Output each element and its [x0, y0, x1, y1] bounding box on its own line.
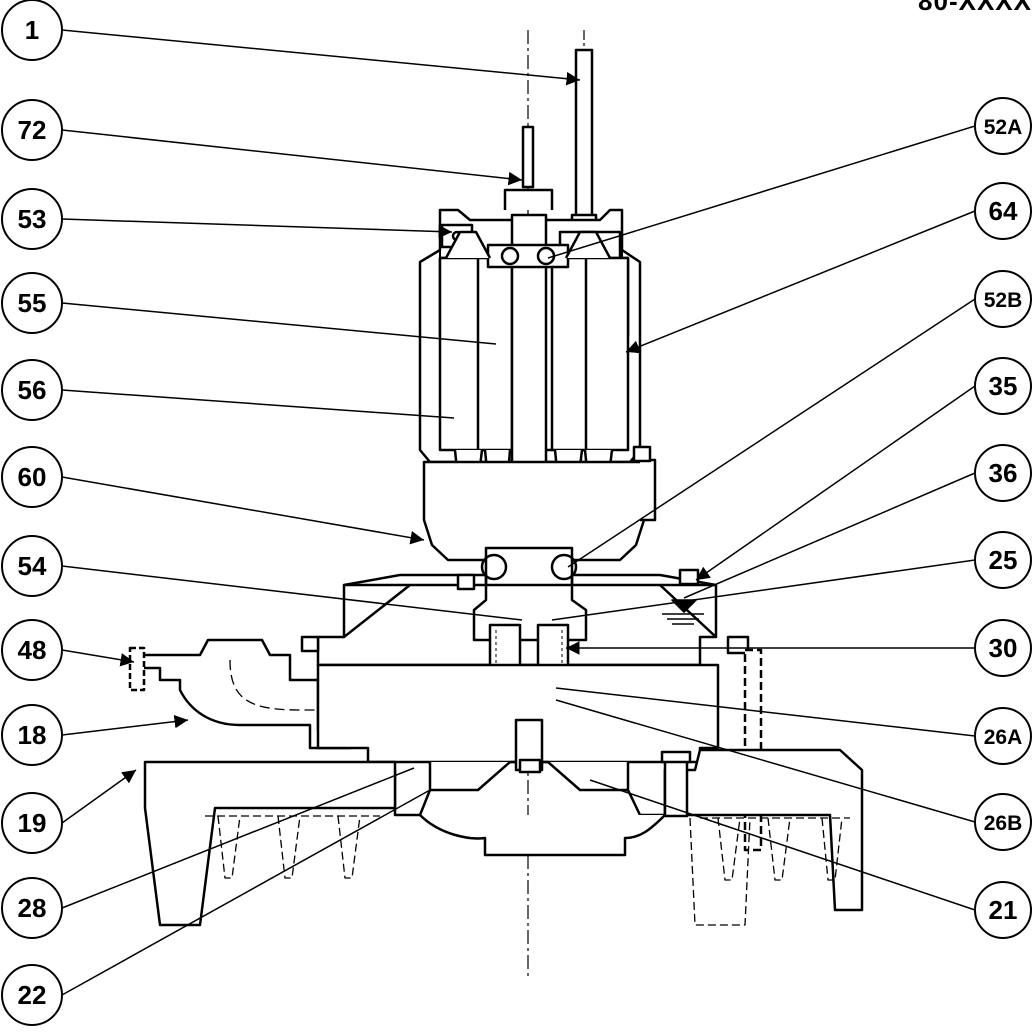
callout-72: 72: [1, 99, 63, 161]
callout-26a: 26A: [974, 707, 1032, 765]
svg-text:26A: 26A: [984, 726, 1023, 749]
callout-54: 54: [1, 535, 63, 597]
svg-text:28: 28: [18, 893, 47, 923]
oil-level-symbol: [662, 599, 704, 625]
svg-text:60: 60: [18, 462, 47, 492]
callout-30: 30: [974, 619, 1032, 677]
left-callouts: 1 72 53 55 56 60 54 48 18 19 28 22: [1, 0, 63, 1026]
callout-56: 56: [1, 359, 63, 421]
rotor-left: [476, 256, 514, 452]
svg-text:64: 64: [989, 196, 1018, 226]
callout-28: 28: [1, 877, 63, 939]
leader-lines: [61, 29, 976, 996]
svg-text:21: 21: [989, 895, 1018, 925]
svg-text:54: 54: [18, 551, 47, 581]
left-stand: [143, 760, 397, 927]
svg-text:25: 25: [989, 545, 1018, 575]
callout-48: 48: [1, 619, 63, 681]
svg-text:53: 53: [18, 204, 47, 234]
callout-25: 25: [974, 531, 1032, 589]
svg-text:56: 56: [18, 375, 47, 405]
right-stand-ribs: [689, 817, 850, 926]
callout-22: 22: [1, 964, 63, 1026]
svg-text:55: 55: [18, 288, 47, 318]
left-stand-ribs: [205, 815, 380, 879]
callout-19: 19: [1, 792, 63, 854]
callout-52a: 52A: [974, 97, 1032, 155]
rotor-right: [550, 256, 588, 452]
callout-18: 18: [1, 704, 63, 766]
svg-text:26B: 26B: [984, 812, 1023, 835]
svg-text:52A: 52A: [984, 116, 1023, 139]
svg-text:30: 30: [989, 633, 1018, 663]
callout-52b: 52B: [974, 270, 1032, 328]
callout-35: 35: [974, 357, 1032, 415]
discharge-flange-bolt: [128, 646, 146, 692]
callout-60: 60: [1, 446, 63, 508]
svg-text:22: 22: [18, 980, 47, 1010]
discharge-elbow: [138, 638, 352, 750]
right-stand: [663, 748, 864, 912]
callout-55: 55: [1, 272, 63, 334]
lower-bearing: [480, 546, 578, 588]
lower-bracket: [422, 460, 646, 562]
callout-21: 21: [974, 881, 1032, 939]
svg-text:35: 35: [989, 371, 1018, 401]
svg-text:48: 48: [18, 635, 47, 665]
svg-text:18: 18: [18, 720, 47, 750]
callout-1: 1: [1, 0, 63, 61]
svg-text:52B: 52B: [984, 289, 1023, 312]
svg-text:36: 36: [989, 458, 1018, 488]
callout-36: 36: [974, 444, 1032, 502]
callout-64: 64: [974, 182, 1032, 240]
callout-26b: 26B: [974, 793, 1032, 851]
oil-plug: [678, 568, 700, 586]
corner-label: 80-XXXX: [918, 0, 1032, 16]
end-winding-upper: [444, 230, 612, 259]
right-callouts: 52A 64 52B 35 36 25 30 26A 26B 21: [974, 97, 1032, 939]
stand-bolt: [663, 756, 689, 818]
svg-text:1: 1: [25, 15, 39, 45]
callout-53: 53: [1, 188, 63, 250]
svg-text:19: 19: [18, 808, 47, 838]
lifting-handle: [521, 125, 535, 189]
svg-text:72: 72: [18, 115, 47, 145]
